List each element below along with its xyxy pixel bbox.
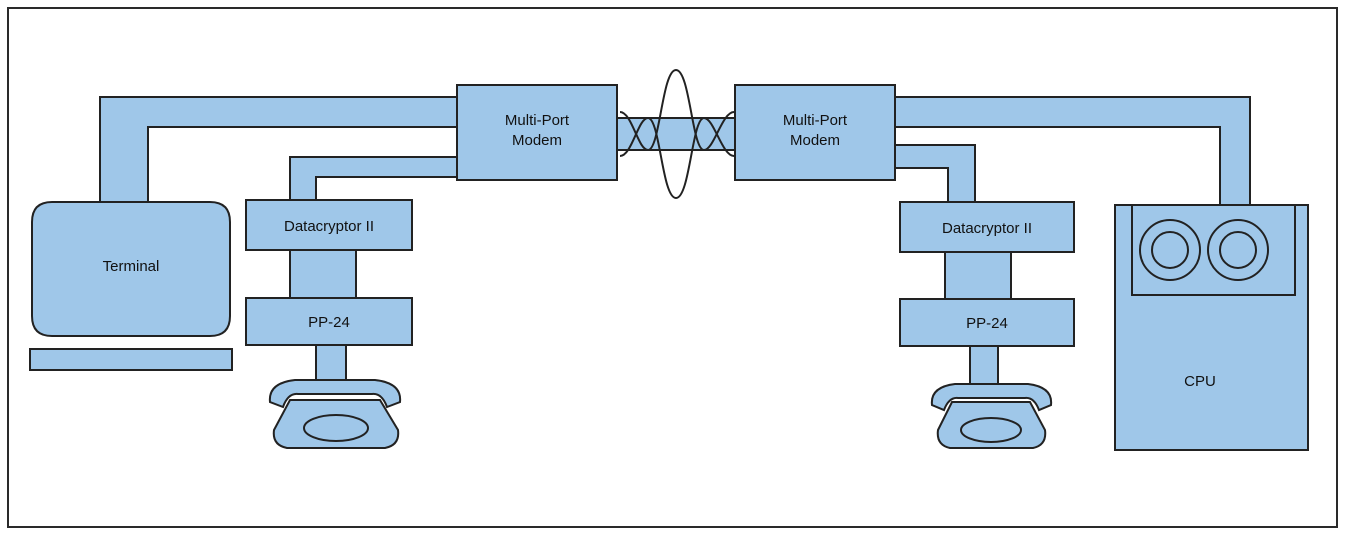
- datacryptor-left-label: Datacryptor II: [284, 218, 374, 235]
- pp24-left-label: PP-24: [308, 314, 350, 331]
- modem-right-label-line1: Multi-Port: [783, 112, 848, 129]
- modem-left-label-line1: Multi-Port: [505, 112, 570, 129]
- cord-pp-phone-right: [970, 346, 998, 388]
- modem-left-label-line2: Modem: [512, 132, 562, 149]
- terminal-label: Terminal: [103, 258, 160, 275]
- telephone-left-icon: [270, 380, 400, 448]
- conn-dc-pp-right: [945, 252, 1011, 299]
- pp24-right-label: PP-24: [966, 315, 1008, 332]
- datacryptor-right-label: Datacryptor II: [942, 220, 1032, 237]
- tape-reel-right-icon: [1208, 220, 1268, 280]
- cpu: CPU: [1115, 205, 1308, 450]
- terminal-keyboard: [30, 349, 232, 370]
- telephone-right-icon: [932, 384, 1051, 448]
- modem-right-label-line2: Modem: [790, 132, 840, 149]
- cpu-label: CPU: [1184, 373, 1216, 390]
- tape-reel-left-icon: [1140, 220, 1200, 280]
- conn-dc-pp-left: [290, 250, 356, 298]
